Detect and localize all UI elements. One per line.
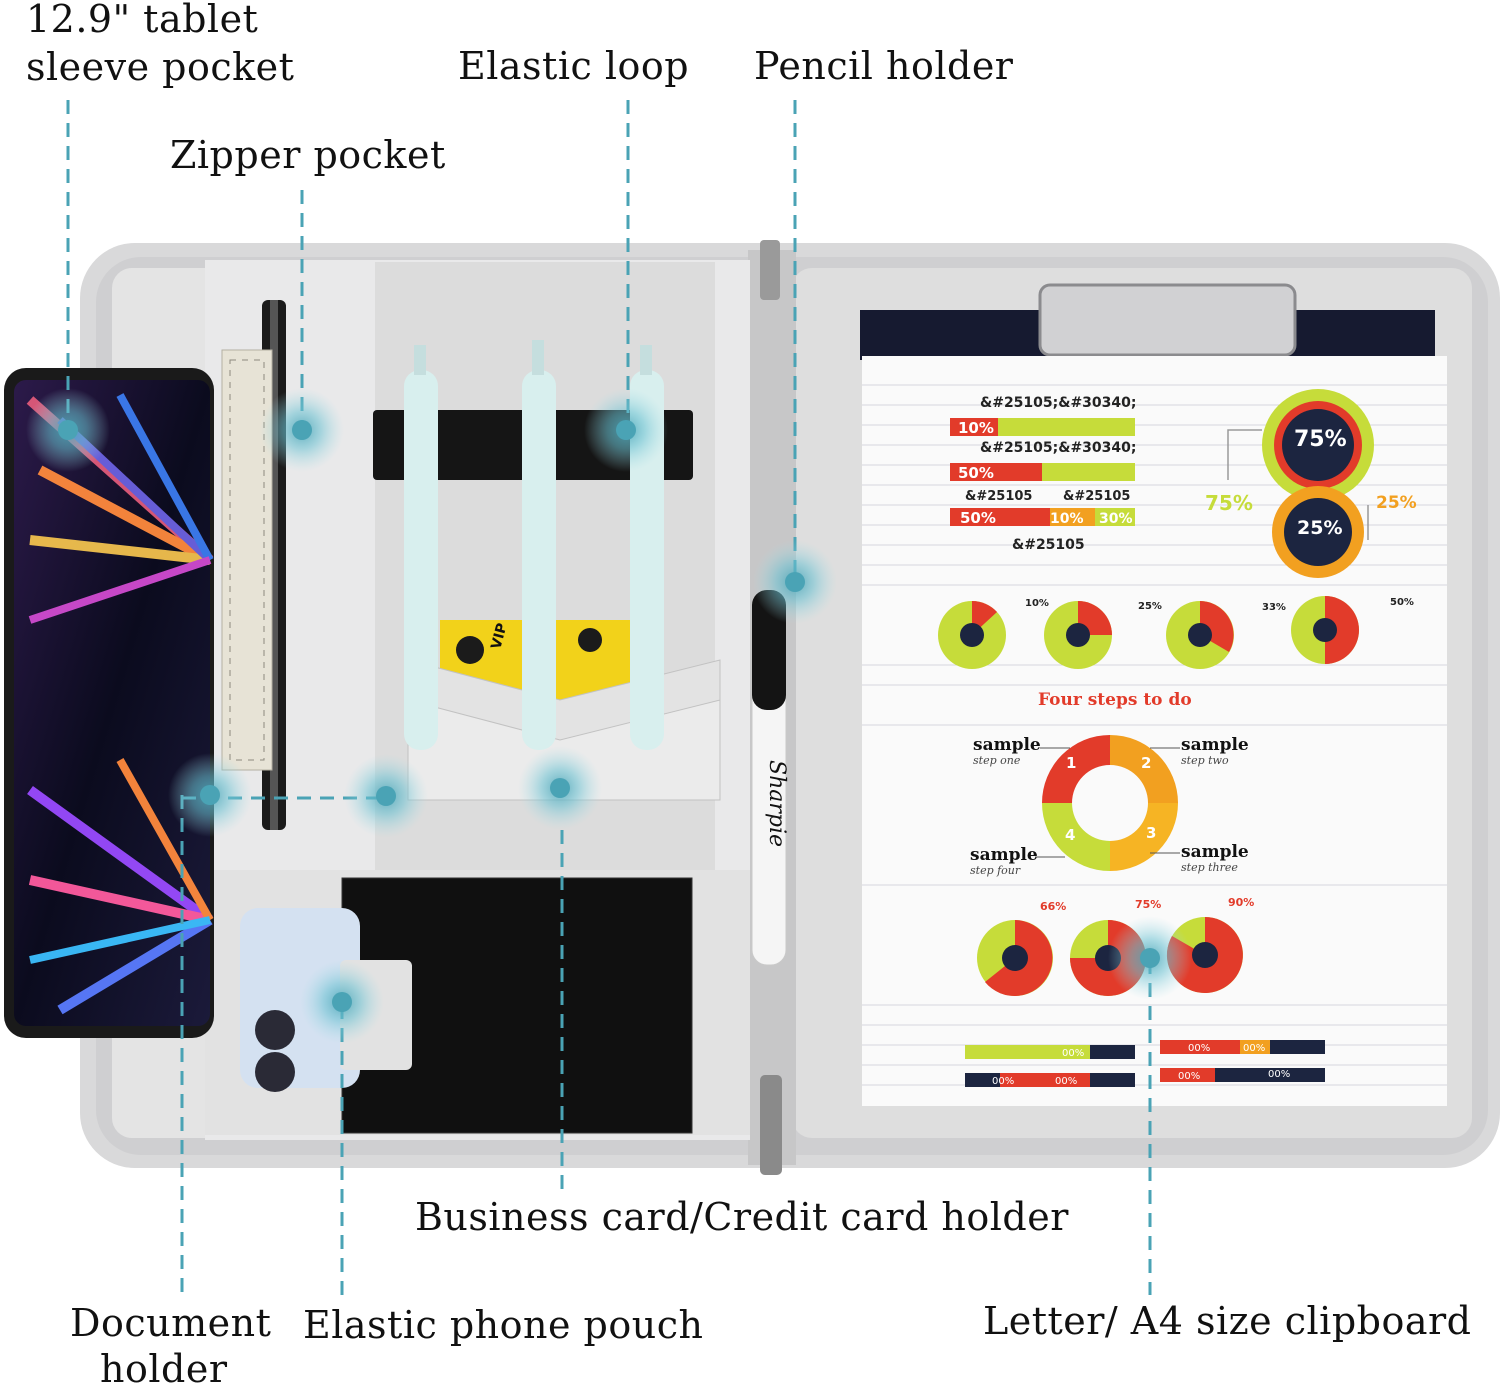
label-phone-pouch: Elastic phone pouch bbox=[303, 1303, 704, 1347]
side-75-label: 75% bbox=[1205, 491, 1253, 515]
step-word-1: sample bbox=[973, 735, 1041, 755]
bar3a-label: 50% bbox=[960, 509, 996, 527]
step-word-4: sample bbox=[970, 845, 1038, 865]
tablet bbox=[4, 368, 214, 1038]
strip-label-3: 00% bbox=[1055, 1076, 1077, 1087]
steps-donut bbox=[1035, 735, 1180, 871]
sheet-strip-bars bbox=[965, 1040, 1325, 1087]
bar3b-label: 10% bbox=[1050, 511, 1084, 527]
card-text: VIP bbox=[488, 621, 510, 651]
callout-lines bbox=[66, 100, 1152, 1295]
label-elastic-loop: Elastic loop bbox=[458, 44, 690, 88]
pie-label-1: 10% bbox=[1025, 598, 1049, 609]
bar2-label: 50% bbox=[958, 464, 994, 482]
sheet-code-a: &#25105;&#30340; bbox=[980, 395, 1137, 411]
strip-label-7: 00% bbox=[1268, 1069, 1290, 1080]
step-number-2: 2 bbox=[1141, 754, 1151, 772]
bar3c-label: 30% bbox=[1099, 511, 1133, 527]
pie-label-4: 50% bbox=[1390, 597, 1414, 608]
sheet-code-e: &#25105 bbox=[1012, 537, 1085, 553]
label-document-holder-line2: holder bbox=[100, 1347, 228, 1391]
strip-label-4: 00% bbox=[1188, 1043, 1210, 1054]
sheet-bars bbox=[950, 418, 1135, 526]
pen-1 bbox=[404, 345, 438, 750]
step-three: step three bbox=[1181, 861, 1238, 874]
label-clipboard: Letter/ A4 size clipboard bbox=[983, 1299, 1472, 1343]
side-25-label: 25% bbox=[1376, 493, 1417, 513]
strip-label-5: 00% bbox=[1243, 1043, 1265, 1054]
steps-title: Four steps to do bbox=[1038, 690, 1192, 710]
step-four: step four bbox=[970, 864, 1021, 877]
bottom-pie-3: 90% bbox=[1228, 896, 1254, 909]
strip-label-6: 00% bbox=[1178, 1071, 1200, 1082]
label-tablet-sleeve-line1: 12.9" tablet bbox=[26, 0, 259, 41]
step-word-2: sample bbox=[1181, 735, 1249, 755]
ring-big-2-label: 25% bbox=[1297, 517, 1342, 539]
label-pencil-holder: Pencil holder bbox=[754, 44, 1014, 88]
pie-label-3: 33% bbox=[1262, 602, 1286, 613]
strip-label-1: 00% bbox=[1062, 1048, 1084, 1059]
step-number-1: 1 bbox=[1066, 754, 1076, 772]
label-zipper-pocket: Zipper pocket bbox=[170, 133, 446, 177]
sheet-code-c: &#25105 bbox=[965, 489, 1032, 504]
label-document-holder-line1: Document bbox=[70, 1301, 272, 1345]
bar1-label: 10% bbox=[958, 419, 994, 437]
marker-brand: Sharpie bbox=[764, 760, 789, 847]
sharpie-marker: Sharpie bbox=[751, 589, 789, 966]
step-number-4: 4 bbox=[1065, 826, 1075, 844]
label-business-card: Business card/Credit card holder bbox=[415, 1195, 1069, 1239]
sheet-text: &#25105;&#30340; &#25105;&#30340; &#2510… bbox=[958, 395, 1417, 1087]
step-number-3: 3 bbox=[1146, 824, 1156, 842]
hotspots bbox=[26, 388, 1192, 1044]
label-tablet-sleeve-line2: sleeve pocket bbox=[26, 45, 295, 89]
step-one: step one bbox=[973, 754, 1021, 767]
sheet-code-d: &#25105 bbox=[1063, 489, 1130, 504]
strip-label-2: 00% bbox=[992, 1076, 1014, 1087]
sheet-rings bbox=[1227, 389, 1374, 578]
step-word-3: sample bbox=[1181, 842, 1249, 862]
ring-big-1-label: 75% bbox=[1294, 427, 1347, 452]
bottom-pie-2: 75% bbox=[1135, 898, 1161, 911]
pie-label-2: 25% bbox=[1138, 601, 1162, 612]
pen-2 bbox=[522, 340, 556, 750]
bottom-pie-1: 66% bbox=[1040, 900, 1066, 913]
sheet-code-b: &#25105;&#30340; bbox=[980, 440, 1137, 456]
step-two: step two bbox=[1181, 754, 1229, 767]
sheet-pies bbox=[938, 596, 1359, 669]
